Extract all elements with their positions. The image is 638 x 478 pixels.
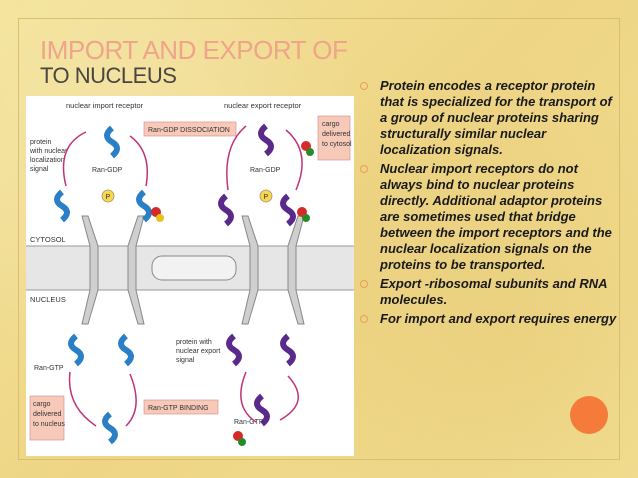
p-right-label: P — [264, 194, 269, 201]
bullet-text: Protein encodes a receptor protein that … — [380, 78, 612, 157]
bullet-marker — [360, 315, 368, 323]
bullet-marker — [360, 280, 368, 288]
bullet-text: For import and export requires energy — [380, 311, 617, 326]
ran-gtp-left-label: Ran-GTP — [34, 365, 64, 372]
pore-channel — [151, 255, 237, 281]
cargo-cytosol-line-3: to cytosol — [322, 141, 352, 148]
cargo-cytosol-line-1: cargo — [322, 121, 340, 128]
ran-gtp-binding-box — [143, 399, 219, 415]
nes-line-3: signal — [176, 357, 195, 364]
nls-line-3: localization — [30, 157, 65, 164]
nuclear-pore-right — [241, 215, 305, 325]
nes-line-1: protein with — [176, 339, 212, 346]
import-receptor-label: nuclear import receptor — [66, 101, 144, 110]
bullet-list: Protein encodes a receptor protein that … — [358, 78, 620, 330]
p-left-label: P — [106, 194, 111, 201]
cargo-nucleus-line-3: to nucleus — [33, 421, 65, 428]
ran-gdp-p-right — [259, 189, 273, 203]
export-receptor-shapes — [218, 123, 296, 427]
bullet-item: Export -ribosomal subunits and RNA molec… — [358, 276, 620, 308]
bullet-item: For import and export requires energy — [358, 311, 620, 327]
ran-gtp-binding-label: Ran-GTP BINDING — [148, 405, 209, 412]
bullet-item: Nuclear import receptors do not always b… — [358, 161, 620, 273]
cargo-nucleus-line-1: cargo — [33, 401, 51, 408]
ran-gdp-dissociation-box — [143, 121, 237, 137]
bullet-text: Nuclear import receptors do not always b… — [380, 161, 612, 272]
bullet-marker — [360, 165, 368, 173]
cargo-cytosol-box — [317, 115, 351, 161]
cargo-cytosol-line-2: delivered — [322, 131, 351, 138]
nucleus-label: NUCLEUS — [30, 295, 66, 304]
nls-line-1: protein — [30, 139, 52, 146]
ran-gdp-dissociation-label: Ran-GDP DISSOCIATION — [148, 127, 230, 134]
export-receptor-label: nuclear export receptor — [224, 101, 302, 110]
slide-frame — [18, 18, 620, 460]
decorative-circle — [570, 396, 608, 434]
ran-gdp-p-left — [101, 189, 115, 203]
bullet-text: Export -ribosomal subunits and RNA molec… — [380, 276, 608, 307]
nls-line-2: with nuclear — [29, 148, 68, 155]
slide-title: IMPORT AND EXPORT OF TO NUCLEUS — [40, 35, 348, 90]
nes-line-2: nuclear export — [176, 348, 220, 355]
bullet-item: Protein encodes a receptor protein that … — [358, 78, 620, 158]
cytosol-label: CYTOSOL — [30, 235, 66, 244]
title-line-1: IMPORT AND EXPORT OF — [40, 35, 348, 65]
cargo-nucleus-box — [29, 395, 65, 441]
nuclear-pore-left — [81, 215, 145, 325]
bullet-marker — [360, 82, 368, 90]
ran-gtp-right-label: Ran-GTP — [234, 419, 264, 426]
title-line-2: TO NUCLEUS — [40, 63, 177, 88]
import-receptor-shapes — [54, 125, 152, 445]
ran-gdp-right-label: Ran-GDP — [250, 167, 281, 174]
nuclear-transport-diagram: nuclear import receptor nuclear export r… — [26, 96, 354, 456]
nls-line-4: signal — [30, 166, 49, 173]
ran-gdp-left-label: Ran-GDP — [92, 167, 123, 174]
cycle-arrows — [62, 125, 303, 427]
cargo-nucleus-line-2: delivered — [33, 411, 62, 418]
